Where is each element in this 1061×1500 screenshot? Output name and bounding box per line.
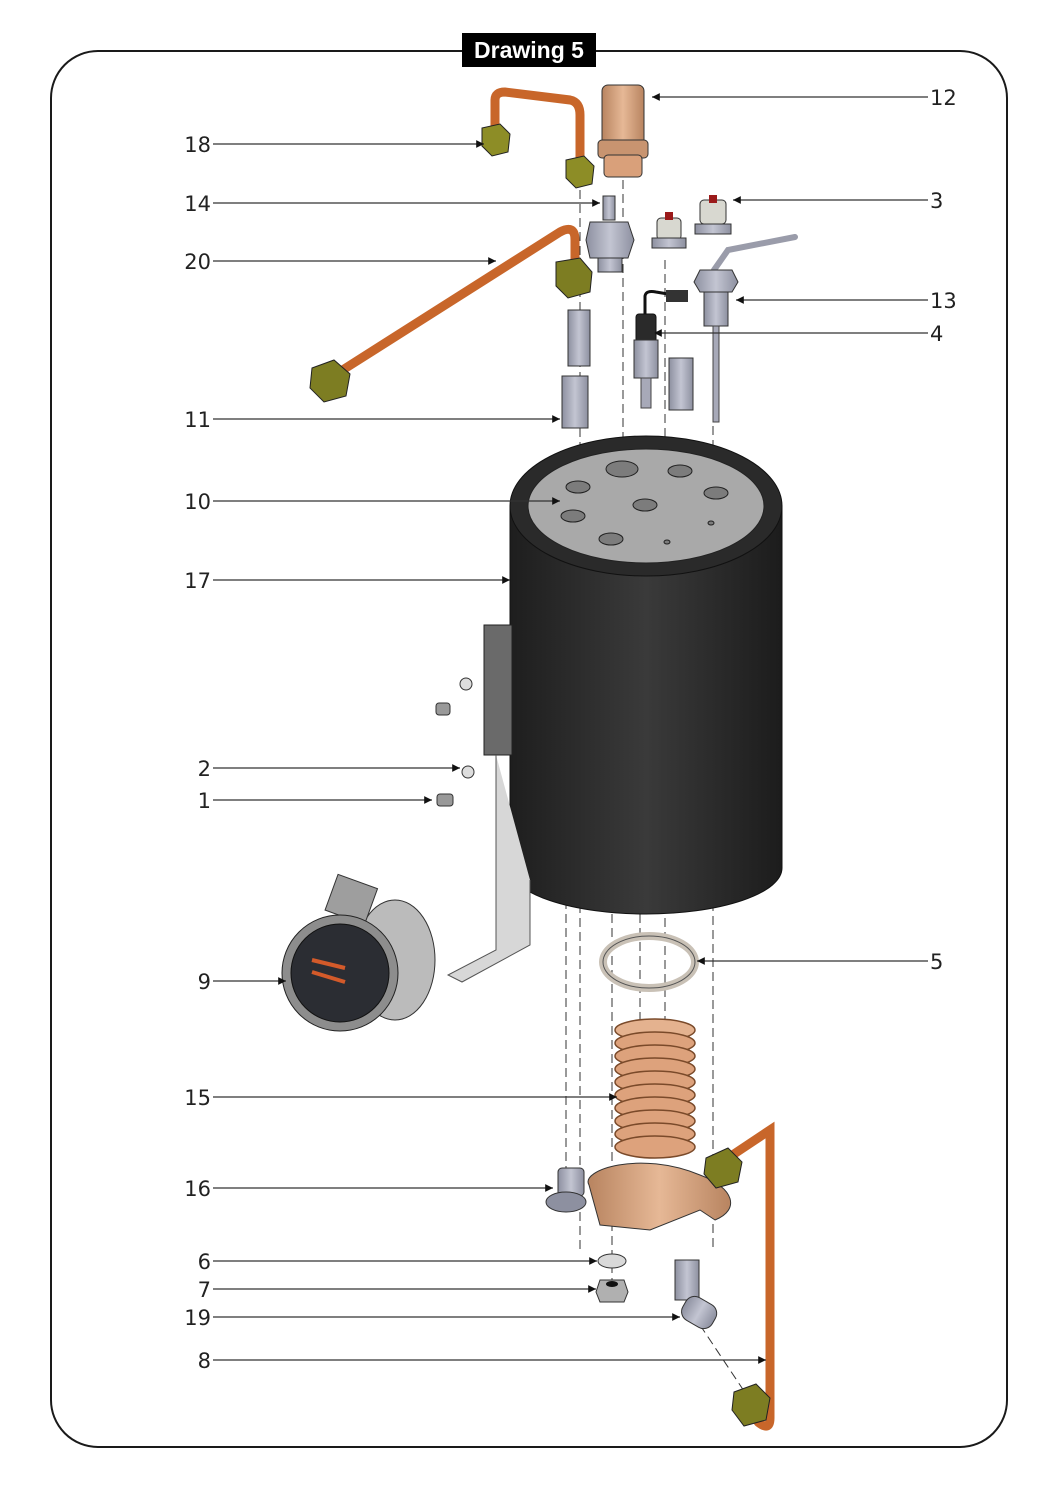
callout-label-10: 10 xyxy=(184,490,211,514)
brass-nut xyxy=(565,155,595,189)
safety-valve[interactable] xyxy=(597,84,649,178)
temperature-sensor[interactable] xyxy=(633,290,688,409)
callout-label-19: 19 xyxy=(184,1306,211,1330)
thermostats[interactable] xyxy=(651,195,732,249)
callout-label-15: 15 xyxy=(184,1086,211,1110)
callout-label-3: 3 xyxy=(930,189,943,213)
callout-label-9: 9 xyxy=(198,970,211,994)
callout-label-2: 2 xyxy=(198,757,211,781)
adapter-fittings[interactable] xyxy=(561,309,694,429)
drawing-title: Drawing 5 xyxy=(462,33,596,67)
callout-label-6: 6 xyxy=(198,1250,211,1274)
copper-pipe-outlet[interactable] xyxy=(703,1121,775,1431)
copper-pipe-long[interactable] xyxy=(309,224,593,403)
copper-pipe-short[interactable] xyxy=(481,87,595,189)
callout-label-13: 13 xyxy=(930,289,957,313)
coil-turn xyxy=(614,1135,696,1159)
level-probe[interactable] xyxy=(693,234,798,423)
flange-washer-nut[interactable] xyxy=(595,1253,629,1303)
hose-fitting[interactable] xyxy=(585,195,635,273)
callout-label-7: 7 xyxy=(198,1278,211,1302)
callout-label-5: 5 xyxy=(930,950,943,974)
callout-label-17: 17 xyxy=(184,569,211,593)
callout-label-16: 16 xyxy=(184,1177,211,1201)
mounting-bracket[interactable] xyxy=(446,624,531,983)
elbow-fitting[interactable] xyxy=(674,1259,720,1332)
heating-element[interactable] xyxy=(587,1018,732,1231)
callout-label-12: 12 xyxy=(930,86,957,110)
callout-label-4: 4 xyxy=(930,322,943,346)
boiler[interactable] xyxy=(509,435,783,915)
callout-label-14: 14 xyxy=(184,192,211,216)
gasket-ring[interactable] xyxy=(599,932,699,992)
screws-washers[interactable] xyxy=(435,677,475,807)
callout-label-11: 11 xyxy=(184,408,211,432)
callout-label-1: 1 xyxy=(198,789,211,813)
brass-nut xyxy=(481,123,511,157)
callout-label-20: 20 xyxy=(184,250,211,274)
pressure-gauge[interactable] xyxy=(281,873,436,1032)
callout-label-8: 8 xyxy=(198,1349,211,1373)
callout-label-18: 18 xyxy=(184,133,211,157)
plug[interactable] xyxy=(545,1167,587,1213)
